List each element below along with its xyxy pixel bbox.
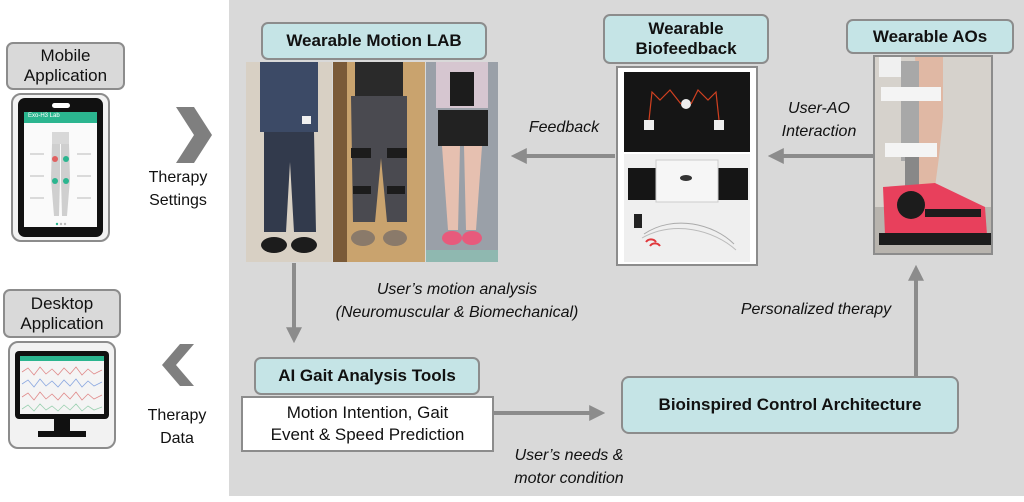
personalized-therapy-label: Personalized therapy — [740, 301, 892, 318]
ai-tools-content: Motion Intention, Gait Event & Speed Pre… — [241, 396, 494, 452]
aos-title: Wearable AOs — [846, 19, 1014, 54]
interaction-label: User-AO Interaction — [781, 100, 857, 140]
user-needs-label: User’s needs & motor condition — [514, 447, 624, 487]
motion-lab-title: Wearable Motion LAB — [261, 22, 487, 60]
chevron-right-icon — [176, 107, 212, 163]
biofeedback-device-bottom — [624, 154, 750, 262]
biofeedback-device-top — [624, 72, 750, 152]
subject-photo-3 — [426, 62, 498, 262]
orthosis-photo — [875, 57, 991, 253]
desktop-monitor-icon — [15, 351, 109, 437]
subject-photo-2 — [333, 62, 425, 262]
desktop-app-label: Desktop Application — [3, 289, 121, 338]
chevron-left-icon — [162, 344, 194, 386]
motion-lab-photos — [246, 62, 498, 262]
leg-diagram-icon — [30, 132, 91, 226]
aos-photo — [873, 55, 993, 255]
mobile-phone: Exo-H3 Lab — [11, 93, 110, 242]
subject-photo-1 — [246, 62, 332, 262]
desktop-monitor — [8, 341, 116, 449]
motion-analysis-label: User’s motion analysis (Neuromuscular & … — [335, 281, 579, 321]
mobile-app-title: Exo-H3 Lab — [28, 113, 60, 119]
biofeedback-title: Wearable Biofeedback — [603, 14, 769, 64]
ai-tools-title: AI Gait Analysis Tools — [254, 357, 480, 395]
biofeedback-photos — [616, 66, 758, 266]
feedback-label: Feedback — [528, 119, 600, 136]
mobile-screen: Exo-H3 Lab — [24, 112, 97, 227]
control-architecture-box: Bioinspired Control Architecture — [621, 376, 959, 434]
therapy-settings-label: Therapy Settings — [148, 169, 208, 209]
therapy-data-label: Therapy Data — [147, 407, 207, 447]
mobile-app-label: Mobile Application — [6, 42, 125, 90]
